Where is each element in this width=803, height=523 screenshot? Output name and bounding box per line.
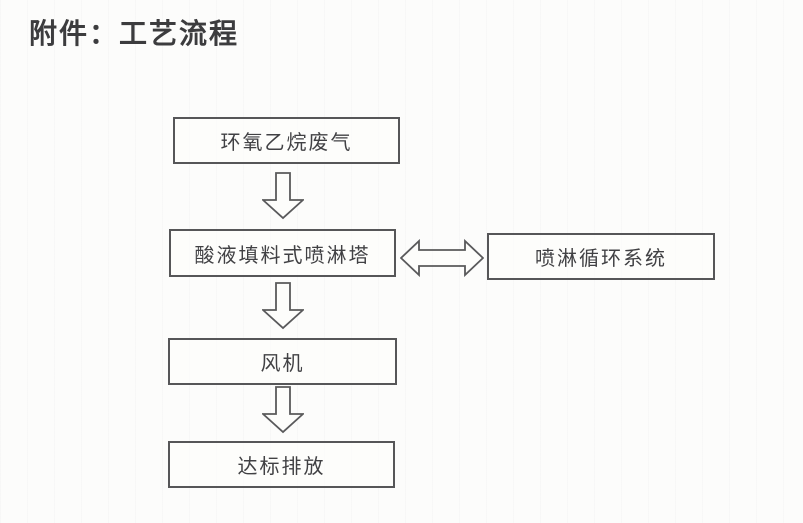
flow-node-circulation-system: 喷淋循环系统	[487, 233, 715, 280]
flow-node-waste-gas-label: 环氧乙烷废气	[220, 132, 353, 154]
flow-node-waste-gas: 环氧乙烷废气	[173, 117, 400, 164]
flow-node-spray-tower-label: 酸液填料式喷淋塔	[194, 244, 371, 267]
flow-node-spray-tower: 酸液填料式喷淋塔	[169, 229, 396, 277]
down-block-arrow-icon	[262, 282, 304, 330]
flow-node-circulation-system-label: 喷淋循环系统	[535, 248, 667, 270]
down-block-arrow-icon	[262, 386, 304, 434]
flow-node-fan: 风机	[168, 338, 397, 385]
down-block-arrow-icon	[262, 172, 304, 220]
page-title: 附件：工艺流程	[29, 19, 240, 50]
horizontal-double-block-arrow-icon	[400, 239, 484, 277]
flow-node-discharge: 达标排放	[168, 441, 395, 488]
flow-node-discharge-label: 达标排放	[237, 456, 326, 478]
flow-node-fan-label: 风机	[260, 353, 305, 375]
